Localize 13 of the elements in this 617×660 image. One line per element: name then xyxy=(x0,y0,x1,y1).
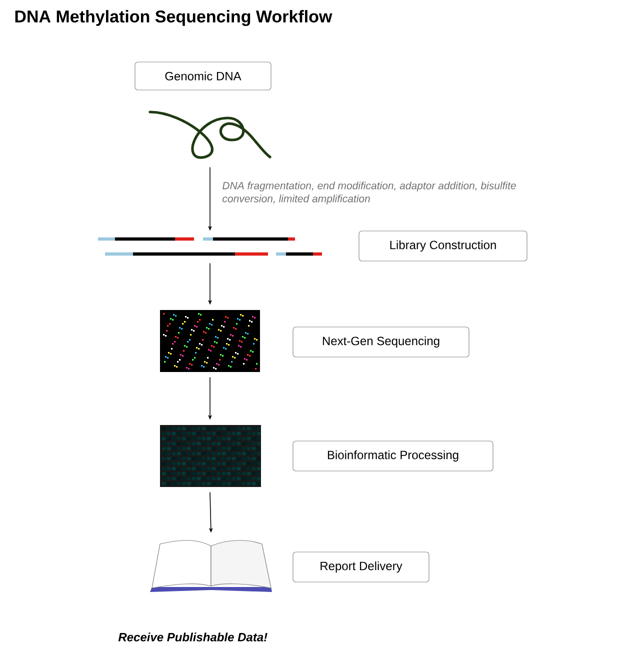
process-box: Next-Gen Sequencing xyxy=(292,326,470,358)
edge-label: DNA fragmentation, end modification, adaptor addition, bisulfite conversion, limited amplification xyxy=(222,182,516,204)
process-box: Bioinformatic Processing xyxy=(292,440,494,472)
dna-fragments-drawing xyxy=(98,237,322,256)
process-box: Genomic DNA xyxy=(134,62,272,90)
open-book-drawing xyxy=(150,540,272,592)
title: DNA Methylation Sequencing Workflow xyxy=(15,10,332,26)
process-box: Report Delivery xyxy=(292,552,430,582)
dna-strand-drawing xyxy=(148,110,272,159)
process-box: Library Construction xyxy=(358,230,528,262)
closing-note: Receive Publishable Data! xyxy=(118,632,268,642)
sequencing-image-drawing xyxy=(160,310,260,372)
data-grid-drawing xyxy=(160,425,261,487)
